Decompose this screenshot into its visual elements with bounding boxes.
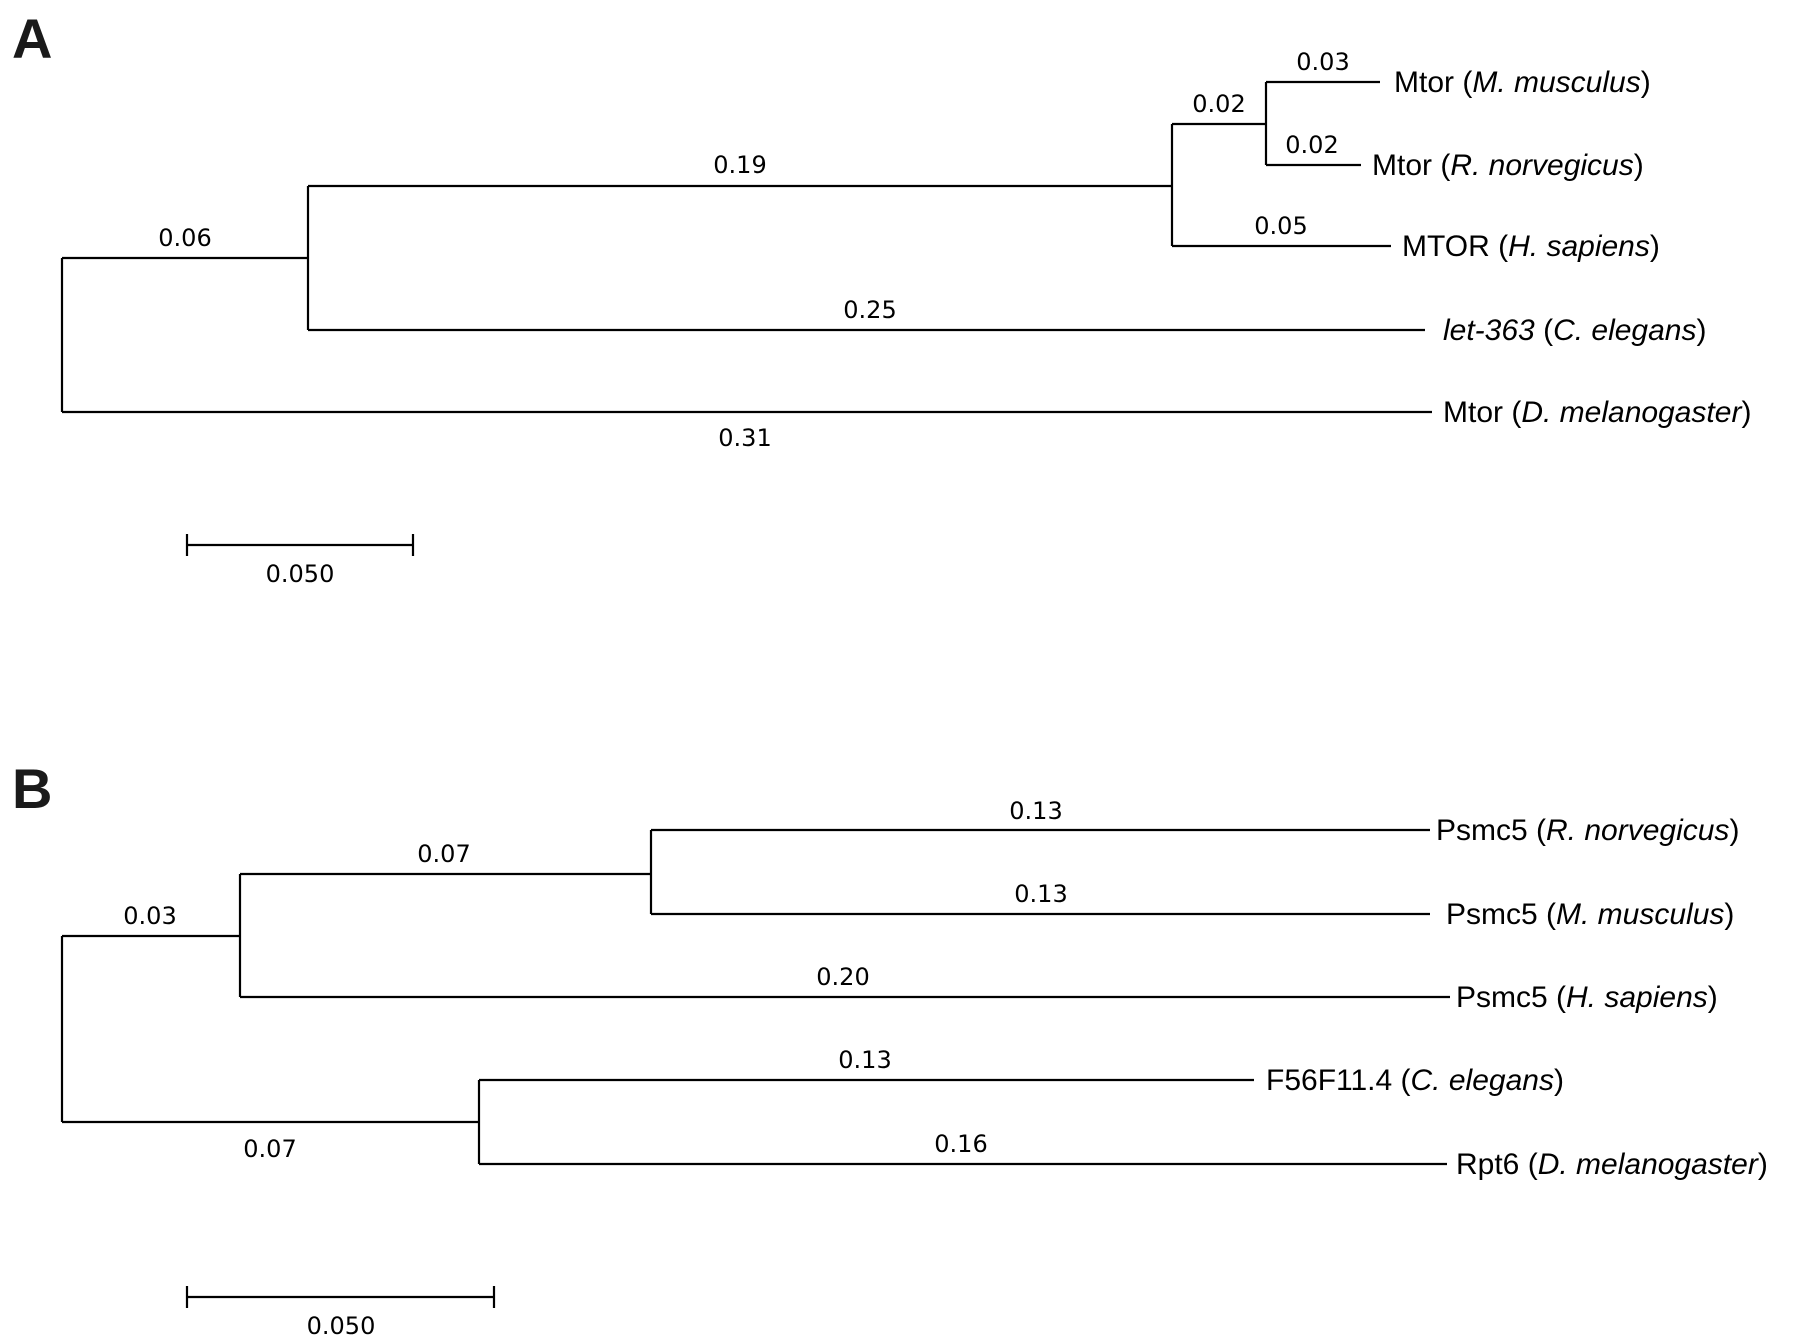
panel-a-taxon-label: Mtor (D. melanogaster) [1443,396,1751,429]
gene-name: Mtor [1372,149,1432,182]
panel-b-length-invertebrates: 0.07 [243,1135,296,1163]
panel-b-taxon-label: Psmc5 (M. musculus) [1446,898,1734,931]
gene-name: Mtor [1443,396,1503,429]
panel-a-length-h-sapiens: 0.05 [1254,212,1307,240]
species-name: M. musculus [1556,898,1724,931]
species-name: D. melanogaster [1521,396,1742,429]
panel-a-length-m-musculus: 0.03 [1296,48,1349,76]
panel-b-taxon-label: Psmc5 (H. sapiens) [1456,981,1718,1014]
panel-a: A 0.03 0.02 0.02 0.19 0.05 0.06 0.25 0.3… [12,7,1751,588]
panel-b-length-r-norvegicus: 0.13 [1009,797,1062,825]
panel-b-length-rodents: 0.07 [417,840,470,868]
panel-a-length-vertebrates: 0.19 [713,151,766,179]
gene-name: Psmc5 [1436,814,1528,847]
species-name: R. norvegicus [1546,814,1729,847]
gene-name: Rpt6 [1456,1148,1519,1181]
panel-b-length-c-elegans: 0.13 [838,1046,891,1074]
gene-name: MTOR [1402,230,1490,263]
panel-a-taxon-label: Mtor (R. norvegicus) [1372,149,1644,182]
panel-b-length-m-musculus: 0.13 [1014,880,1067,908]
gene-name: Psmc5 [1446,898,1538,931]
species-name: D. melanogaster [1538,1148,1759,1181]
panel-a-taxon-label: let-363 (C. elegans) [1443,314,1707,347]
panel-b-taxon-label: Rpt6 (D. melanogaster) [1456,1148,1768,1181]
panel-b-length-h-sapiens: 0.20 [816,963,869,991]
panel-b-scale-bar-label: 0.050 [307,1312,376,1336]
panel-a-taxon-label: Mtor (M. musculus) [1394,66,1651,99]
gene-name: F56F11.4 [1266,1064,1392,1097]
gene-name: Mtor [1394,66,1454,99]
panel-a-scale-bar-label: 0.050 [266,560,335,588]
gene-name: let-363 [1443,314,1535,347]
panel-a-taxon-label: MTOR (H. sapiens) [1402,230,1660,263]
species-name: H. sapiens [1508,230,1650,263]
panel-a-label: A [12,7,52,70]
panel-b-taxon-label: Psmc5 (R. norvegicus) [1436,814,1739,847]
panel-a-length-c-elegans: 0.25 [843,296,896,324]
panel-a-length-d-melanogaster: 0.31 [718,424,771,452]
panel-a-length-r-norvegicus: 0.02 [1285,131,1338,159]
panel-b-length-d-melanogaster: 0.16 [934,1130,987,1158]
species-name: H. sapiens [1566,981,1708,1014]
panel-b: B 0.13 0.07 0.13 0.03 0.20 0.13 0.07 0.1… [12,757,1768,1336]
panel-a-scale-bar [185,534,415,556]
gene-name: Psmc5 [1456,981,1548,1014]
panel-a-length-rodents: 0.02 [1192,90,1245,118]
panel-a-length-inner: 0.06 [158,224,211,252]
species-name: M. musculus [1472,66,1640,99]
panel-b-label: B [12,757,52,820]
panel-b-taxon-label: F56F11.4 (C. elegans) [1266,1064,1564,1097]
species-name: C. elegans [1553,314,1696,347]
species-name: C. elegans [1411,1064,1554,1097]
panel-b-length-mammals: 0.03 [123,902,176,930]
species-name: R. norvegicus [1450,149,1633,182]
panel-b-scale-bar [185,1286,496,1308]
